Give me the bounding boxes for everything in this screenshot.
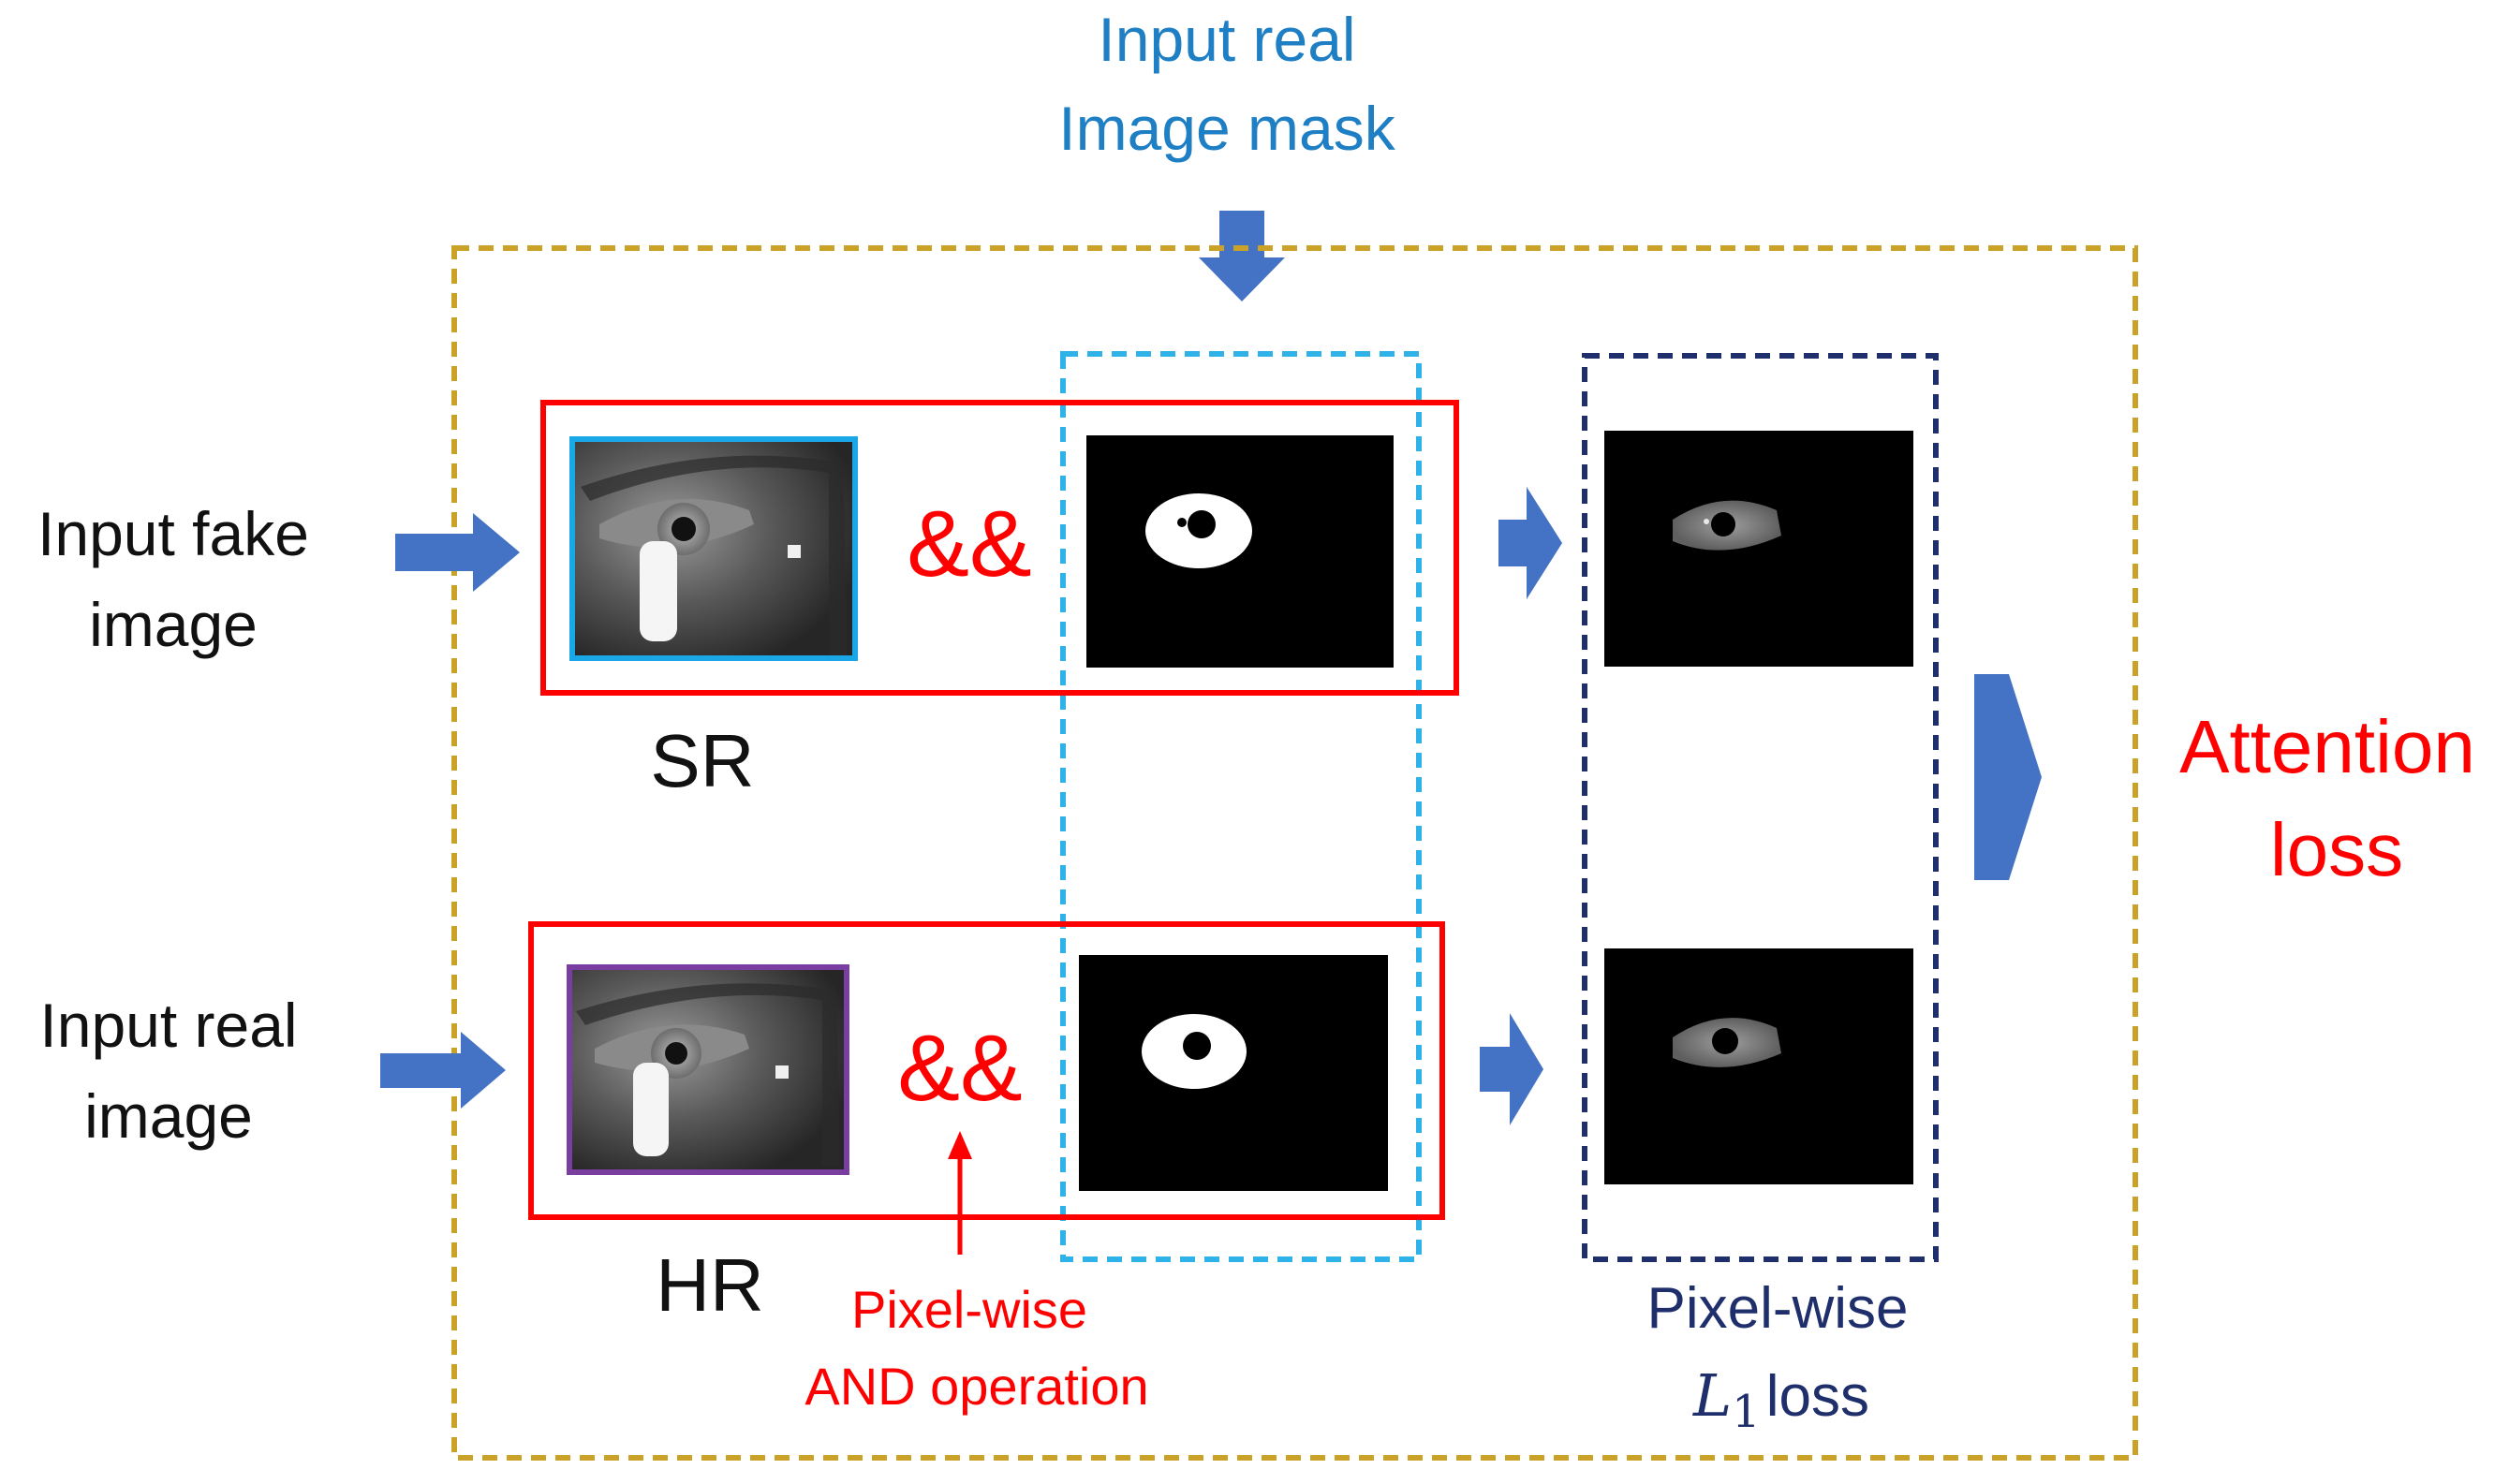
eye-photo-icon <box>576 983 840 1166</box>
sr-eye-image <box>569 436 858 661</box>
fake-input-label-line1: Input fake <box>37 499 309 568</box>
and-symbol-top: && <box>907 492 1031 596</box>
masked-hr-image <box>1604 948 1913 1184</box>
fake-input-label-line2: image <box>89 590 258 659</box>
eye-photo-icon <box>581 455 848 655</box>
sr-pair-box <box>540 400 1459 696</box>
and-note-line2: AND operation <box>804 1357 1148 1416</box>
l1-subscript: 1 <box>1732 1386 1761 1438</box>
l1-label-line2: L1loss <box>1692 1361 1869 1438</box>
hr-eye-image <box>567 964 849 1175</box>
mask-down-arrow-icon <box>1199 211 1285 301</box>
top-mask-label-line1: Input real <box>1098 5 1355 74</box>
mask-image-bottom <box>1079 955 1388 1191</box>
hr-label: HR <box>656 1243 764 1327</box>
masked-iris-icon <box>1673 1018 1781 1067</box>
hr-result-arrow-icon <box>1480 1013 1543 1125</box>
attention-output-arrow-icon <box>1974 674 2042 880</box>
sr-result-arrow-icon <box>1498 487 1562 599</box>
l1-symbol: L <box>1692 1361 1732 1430</box>
top-mask-label-line2: Image mask <box>1058 94 1395 163</box>
iris-mask-icon <box>1145 493 1252 568</box>
output-label-line1: Attention <box>2179 705 2475 788</box>
l1-suffix: loss <box>1766 1364 1869 1429</box>
sr-label: SR <box>650 719 754 802</box>
mask-dashed-box <box>1060 351 1422 1262</box>
l1-label-line1: Pixel-wise <box>1646 1276 1908 1341</box>
l1-dashed-box <box>1582 353 1939 1262</box>
and-symbol-bottom: && <box>897 1016 1022 1121</box>
fake-input-arrow-icon <box>395 513 520 592</box>
and-note-line1: Pixel-wise <box>851 1280 1087 1339</box>
real-input-arrow-icon <box>380 1032 506 1109</box>
output-label-line2: loss <box>2270 808 2403 891</box>
real-input-label-line2: image <box>84 1081 253 1151</box>
mask-image-top <box>1086 435 1394 668</box>
masked-sr-image <box>1604 431 1913 667</box>
iris-mask-icon <box>1142 1014 1247 1089</box>
hr-pair-box <box>528 921 1445 1220</box>
and-note-arrowhead-icon <box>948 1131 972 1159</box>
masked-iris-icon <box>1673 500 1781 551</box>
real-input-label-line1: Input real <box>39 991 297 1060</box>
outer-dashed-box <box>451 245 2138 1461</box>
